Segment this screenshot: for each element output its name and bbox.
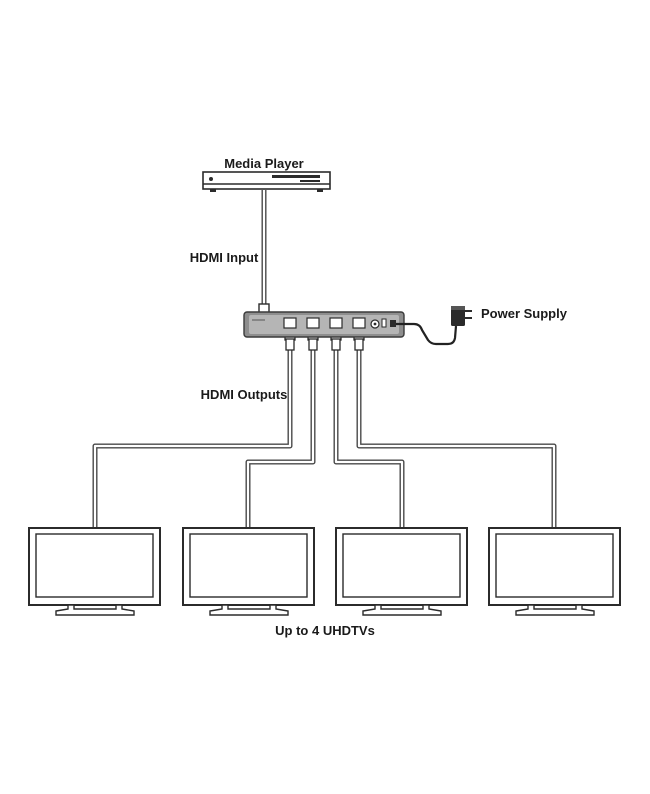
- power-adapter-icon: [451, 306, 472, 326]
- tv-icon: [488, 527, 621, 616]
- tv-icon: [28, 527, 161, 616]
- media-player-icon: [202, 171, 331, 192]
- power-cable: [396, 322, 458, 346]
- hdmi-outputs-label: HDMI Outputs: [201, 387, 288, 402]
- tv-icon: [335, 527, 468, 616]
- hdmi-input-cable: [256, 190, 272, 327]
- media-player-label: Media Player: [224, 156, 304, 171]
- tv-icon: [182, 527, 315, 616]
- hdmi-splitter-icon: [243, 311, 405, 338]
- uhdtvs-label: Up to 4 UHDTVs: [275, 623, 375, 638]
- hdmi-output-cables: [92, 329, 557, 528]
- power-supply-label: Power Supply: [481, 306, 568, 321]
- hdmi-input-label: HDMI Input: [190, 250, 259, 265]
